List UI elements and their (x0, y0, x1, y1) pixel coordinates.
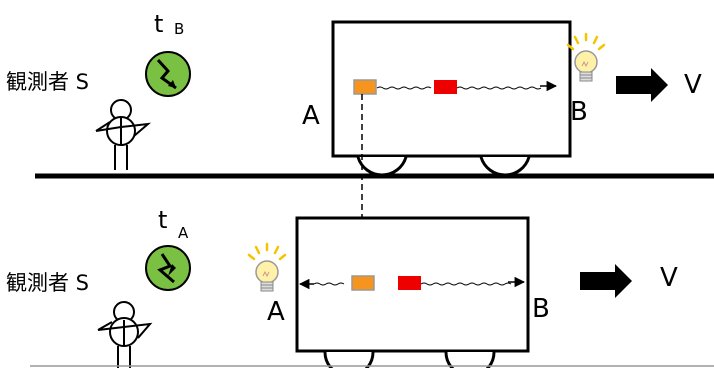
bottom-time-label: t (158, 206, 167, 234)
top-observer-label: 観測者 S (6, 70, 89, 94)
top-cart-wheel-right (479, 156, 531, 177)
top-time-label: t (154, 10, 163, 38)
top-label-a: A (302, 101, 320, 131)
orange-marker (353, 79, 377, 95)
top-light-path-left (376, 86, 432, 90)
bottom-cart-wheel-left (323, 351, 375, 368)
observer-icon (97, 301, 153, 368)
bottom-observer-label: 観測者 S (6, 271, 89, 295)
bottom-velocity-label: V (660, 263, 678, 293)
top-label-b: B (570, 97, 588, 127)
right-arrow-icon (616, 68, 668, 102)
red-marker (434, 80, 457, 94)
observer-icon (95, 99, 152, 170)
bottom-panel: 観測者 S t A A B (6, 206, 678, 368)
clock-icon (145, 245, 191, 291)
bottom-light-path-left (313, 282, 345, 286)
top-velocity-label: V (684, 70, 702, 100)
clock-icon (145, 51, 191, 97)
bottom-light-path-right (420, 282, 512, 286)
lit-bulb-icon (247, 242, 287, 292)
top-panel: 観測者 S t B A (6, 10, 702, 177)
bottom-cart-wheel-right (444, 351, 496, 368)
right-arrow-icon (580, 264, 632, 298)
lit-bulb-icon (566, 32, 606, 82)
bottom-label-b: B (532, 294, 550, 324)
top-cart-wheel-left (356, 156, 408, 177)
red-marker (398, 276, 421, 290)
top-light-path-right (456, 86, 542, 90)
bottom-label-a: A (267, 297, 285, 327)
orange-marker (351, 275, 375, 291)
top-time-subscript: B (174, 20, 184, 38)
bottom-time-subscript: A (178, 224, 189, 242)
